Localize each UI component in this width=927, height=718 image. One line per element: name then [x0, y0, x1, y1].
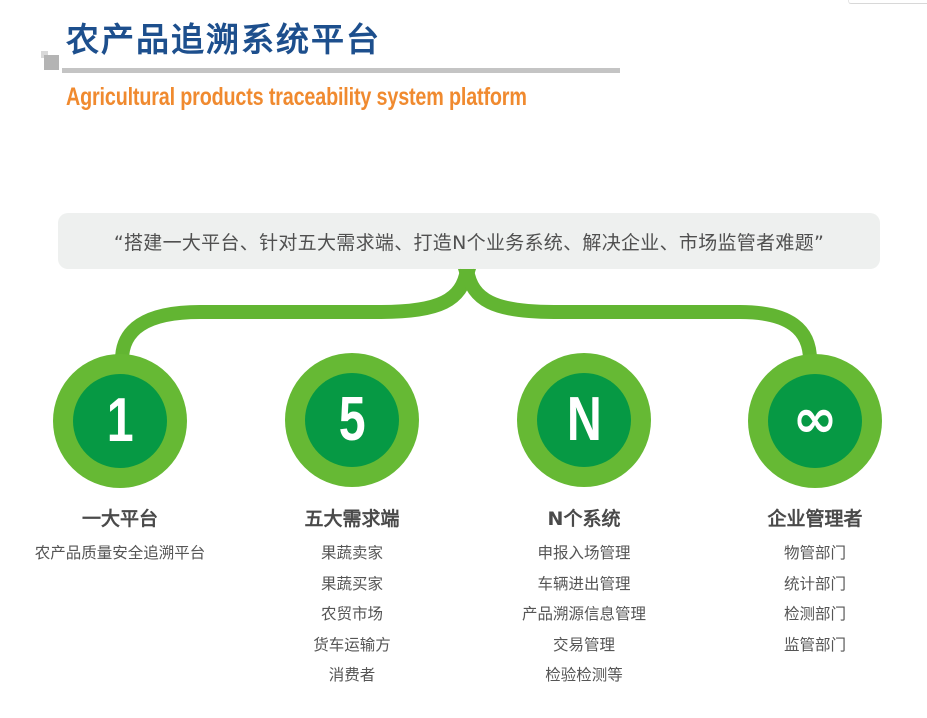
- decorative-square-dark: [44, 55, 59, 70]
- column-title: 一大平台: [81, 508, 158, 530]
- list-item: 统计部门: [783, 574, 846, 593]
- number-five-icon: 5: [338, 385, 366, 454]
- list-item: 农产品质量安全追溯平台: [34, 544, 206, 562]
- node-core: ∞: [768, 374, 862, 468]
- number-one-icon: 1: [106, 386, 134, 455]
- list-item: 消费者: [328, 666, 376, 684]
- node-five-demands: 5: [285, 353, 419, 487]
- infinity-icon: ∞: [792, 387, 838, 450]
- column-title: 企业管理者: [767, 508, 863, 530]
- list-item: 交易管理: [552, 635, 615, 654]
- list-item: 产品溯源信息管理: [521, 605, 646, 623]
- slogan-banner: “搭建一大平台、针对五大需求端、打造N个业务系统、解决企业、市场监管者难题”: [58, 213, 880, 269]
- column-n-systems: N个系统 申报入场管理 车辆进出管理 产品溯源信息管理 交易管理 检验检测等: [474, 506, 694, 691]
- list-item: 农贸市场: [320, 605, 383, 623]
- node-core: 1: [73, 374, 167, 468]
- list-item: 车辆进出管理: [537, 574, 631, 593]
- column-five-demands: 五大需求端 果蔬卖家 果蔬买家 农贸市场 货车运输方 消费者: [242, 506, 462, 691]
- column-title: N个系统: [547, 508, 621, 530]
- brace-left-arm: [115, 268, 474, 361]
- column-enterprise-managers: 企业管理者 物管部门 统计部门 检测部门 监管部门: [705, 506, 925, 660]
- node-enterprise-managers: ∞: [748, 354, 882, 488]
- column-one-platform: 一大平台 农产品质量安全追溯平台: [10, 506, 230, 569]
- list-item: 果蔬卖家: [320, 544, 383, 562]
- node-n-systems: N: [517, 353, 651, 487]
- column-title: 五大需求端: [304, 508, 400, 530]
- brace-apex: [458, 269, 476, 282]
- node-one-platform: 1: [53, 354, 187, 488]
- list-item: 申报入场管理: [537, 544, 631, 562]
- title-divider: [62, 68, 620, 73]
- decorative-square-light: [41, 51, 48, 58]
- brace-right-arm: [460, 268, 817, 361]
- page-subtitle: Agricultural products traceability syste…: [66, 83, 527, 111]
- slogan-text: “搭建一大平台、针对五大需求端、打造N个业务系统、解决企业、市场监管者难题”: [113, 231, 825, 254]
- list-item: 货车运输方: [313, 635, 391, 654]
- page-title: 农产品追溯系统平台: [66, 20, 381, 59]
- corner-divider: [848, 0, 927, 4]
- list-item: 监管部门: [783, 635, 846, 654]
- list-item: 检验检测等: [545, 666, 623, 684]
- node-core: 5: [305, 373, 399, 467]
- node-core: N: [537, 373, 631, 467]
- list-item: 检测部门: [783, 605, 846, 623]
- list-item: 果蔬买家: [320, 574, 383, 593]
- letter-n-icon: N: [566, 385, 602, 454]
- list-item: 物管部门: [783, 544, 846, 562]
